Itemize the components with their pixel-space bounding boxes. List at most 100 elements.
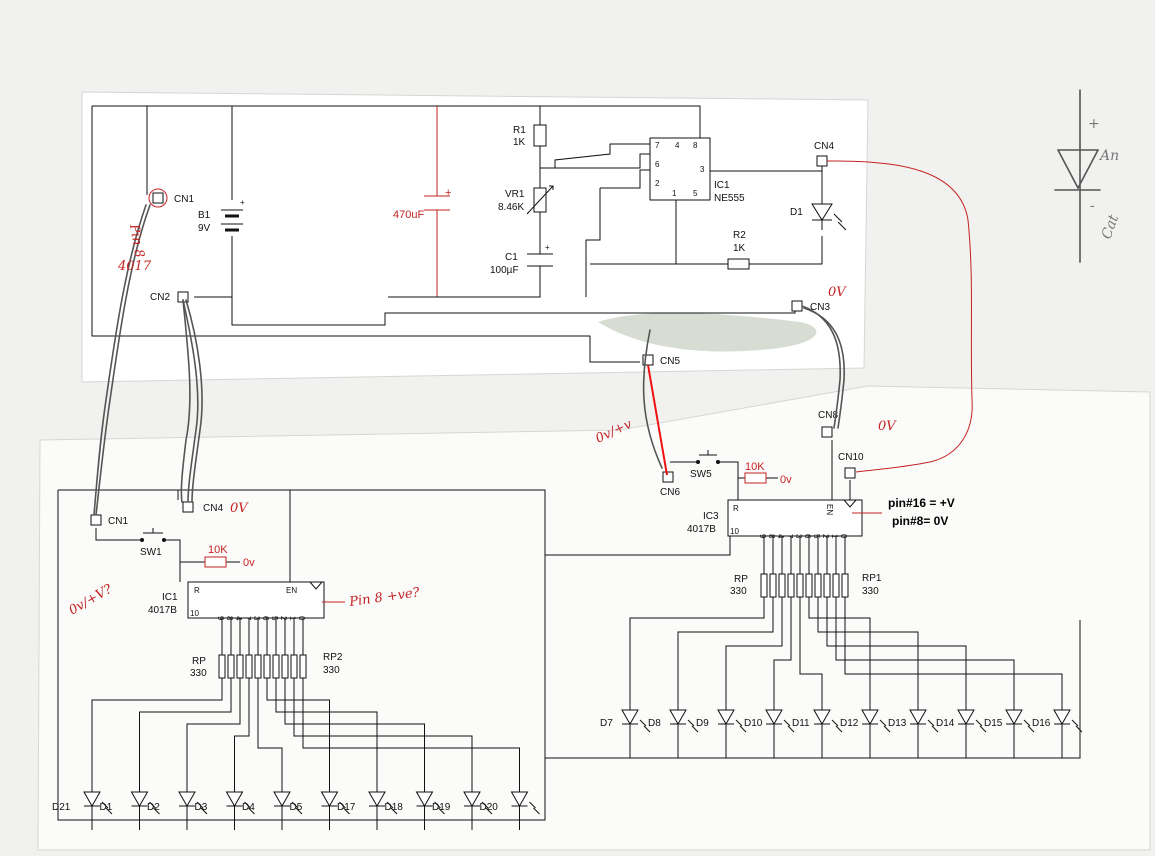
- led-symbol: [813, 709, 831, 726]
- r1-resistor: [533, 124, 547, 147]
- output-pin-label: 4: [234, 616, 243, 621]
- note-cathode: Cat: [1099, 212, 1123, 241]
- led-symbol: [1053, 709, 1071, 726]
- rp1-value: 330: [862, 586, 879, 597]
- cn8-label: CN8: [818, 410, 838, 421]
- resistor-network-element: [290, 654, 298, 679]
- cn2-label: CN2: [150, 292, 170, 303]
- led-symbol: [178, 791, 196, 808]
- led-d5: D5: [266, 678, 350, 830]
- r2-resistor: [727, 258, 750, 270]
- resistor-network-element: [299, 654, 307, 679]
- svg-text:7: 7: [655, 141, 660, 150]
- ic1-bottom-part: 4017B: [148, 605, 177, 616]
- svg-text:EN: EN: [286, 586, 297, 595]
- led-label: D19: [432, 802, 451, 813]
- led-d12: D12: [808, 597, 891, 758]
- cn3-label: CN3: [810, 302, 830, 313]
- output-pin-label: 7: [785, 534, 794, 539]
- resistor-network-element: [760, 573, 768, 598]
- d1-label: D1: [790, 207, 803, 218]
- d1-led: [811, 203, 847, 231]
- led-symbol: [463, 791, 481, 808]
- svg-text:8: 8: [693, 141, 698, 150]
- svg-text:+: +: [240, 198, 245, 207]
- ic1-part: NE555: [714, 193, 745, 204]
- ic1-bottom-label: IC1: [162, 592, 178, 603]
- r2-label: R2: [733, 230, 746, 241]
- cn1-bottom-label: CN1: [108, 516, 128, 527]
- cap-470-label: 470uF: [393, 209, 424, 221]
- led-d14: D14: [826, 597, 987, 758]
- led-label: D15: [984, 718, 1003, 729]
- led-d18: D18: [284, 678, 445, 830]
- led-label: D20: [480, 802, 499, 813]
- rp-left-value: 330: [190, 668, 207, 679]
- sw1-label: SW1: [140, 547, 162, 558]
- led-label: D5: [290, 802, 303, 813]
- led-label: D17: [337, 802, 356, 813]
- b1-value: 9V: [198, 223, 211, 234]
- r1-label: R1: [513, 125, 526, 136]
- sw5-label: SW5: [690, 469, 712, 480]
- svg-text:R: R: [733, 504, 739, 513]
- note-4017: 4017: [117, 259, 152, 274]
- output-pin-label: 6: [803, 534, 812, 539]
- rp-right-label: RP: [734, 574, 748, 585]
- output-pin-label: 2: [821, 534, 830, 539]
- led-label: D11: [792, 718, 810, 729]
- led-label: D21: [52, 802, 71, 813]
- sw5-switch: [696, 450, 720, 464]
- resistor-network-element: [841, 573, 849, 598]
- note-plus: +: [1088, 116, 1100, 132]
- output-pin-label: 5: [812, 534, 821, 539]
- output-pin-label: 6: [261, 616, 270, 621]
- cap-470-plus: +: [445, 187, 451, 199]
- resistor-network-element: [823, 573, 831, 598]
- led-key-sketch: [1054, 89, 1101, 263]
- pin8-note: pin#8= 0V: [892, 514, 948, 528]
- led-d21: D21: [52, 678, 223, 830]
- led-symbol: [717, 709, 735, 726]
- vr1-value: 8.46K: [498, 202, 524, 213]
- ic1-label: IC1: [714, 180, 730, 191]
- resistor-network-element: [787, 573, 795, 598]
- led-d7: D7: [600, 597, 765, 758]
- resistor-network-element: [796, 573, 804, 598]
- led-d17: D17: [275, 678, 398, 830]
- output-pin-label: 9: [216, 616, 225, 621]
- c1-value: 100µF: [490, 265, 519, 276]
- output-pin-label: 7: [243, 616, 252, 621]
- rp-left-label: RP: [192, 656, 206, 667]
- led-d15: D15: [835, 597, 1035, 758]
- led-symbol: [225, 791, 244, 808]
- battery-b1: +: [221, 198, 245, 232]
- svg-text:10: 10: [730, 527, 739, 536]
- c1-label: C1: [505, 252, 518, 263]
- led-label: D12: [840, 718, 859, 729]
- led-d2: D2: [147, 678, 241, 830]
- note-anode: An: [1098, 148, 1119, 164]
- led-symbol: [273, 791, 291, 808]
- output-pin-label: 0: [297, 616, 306, 621]
- led-d1: D1: [100, 678, 232, 830]
- res-10k-left-target: 0v: [243, 557, 255, 569]
- res-10k-right: [744, 472, 767, 484]
- svg-text:+: +: [545, 243, 550, 252]
- sw1-switch: [140, 528, 166, 542]
- svg-text:6: 6: [655, 160, 660, 169]
- ic1-4017b: R EN 10: [187, 581, 325, 619]
- output-pin-label: 3: [794, 534, 803, 539]
- note-cn8-0v: 0V: [878, 419, 897, 434]
- b1-label: B1: [198, 210, 211, 221]
- note-cn3-0v: 0V: [828, 285, 847, 300]
- cn1-bottom-connector: [90, 514, 102, 526]
- cn6-label: CN6: [660, 487, 680, 498]
- pin16-note: pin#16 = +V: [888, 496, 955, 510]
- output-pin-label: 5: [270, 616, 279, 621]
- output-pin-label: 8: [225, 616, 234, 621]
- ic3-part: 4017B: [687, 524, 716, 535]
- resistor-network-element: [805, 573, 813, 598]
